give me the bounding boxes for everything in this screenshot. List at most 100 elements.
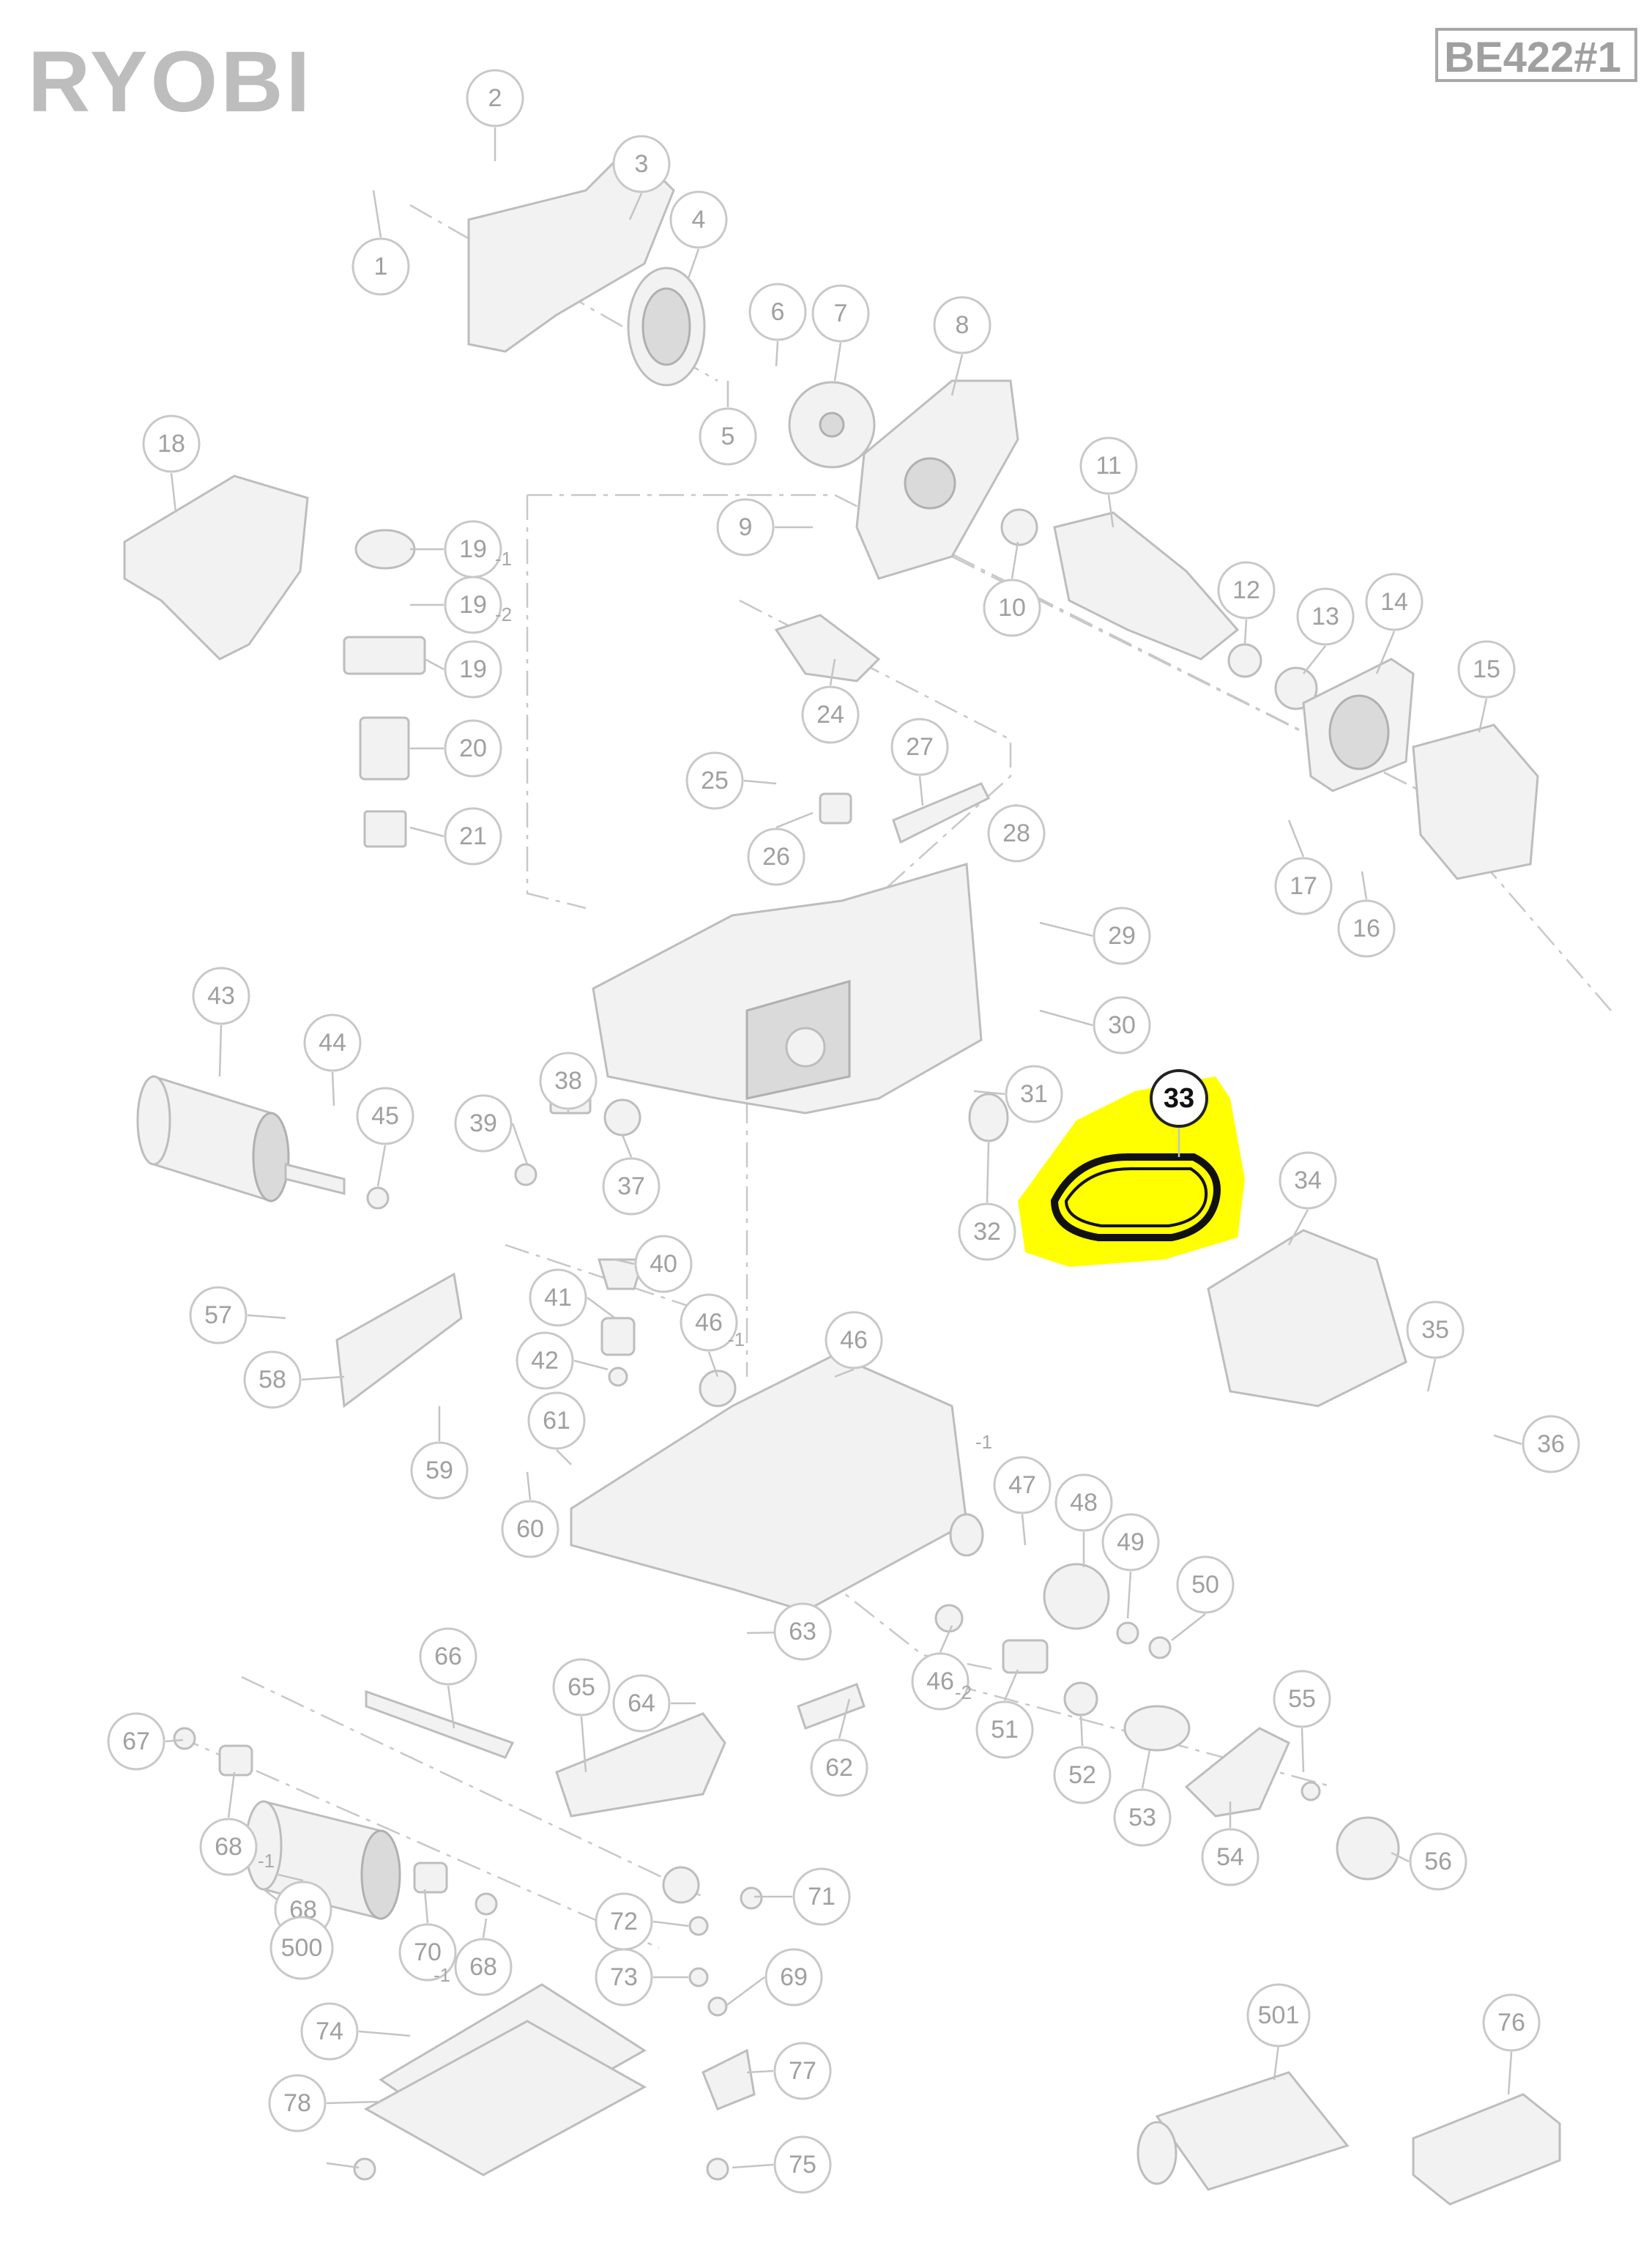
callout-circle bbox=[634, 1235, 693, 1293]
callout-suffix: -2 bbox=[495, 603, 512, 625]
callout-circle bbox=[300, 2002, 359, 2061]
callout-circle bbox=[1522, 1415, 1580, 1473]
callout-label: 65 bbox=[568, 1673, 595, 1701]
callout-34: 34 bbox=[1279, 1151, 1337, 1210]
leader-line bbox=[775, 341, 779, 367]
callout-24: 24 bbox=[801, 685, 860, 744]
callout-circle bbox=[1101, 1513, 1160, 1572]
leader-line bbox=[372, 190, 382, 238]
leader-line bbox=[1039, 1009, 1093, 1027]
leader-line bbox=[1303, 645, 1326, 674]
leader-line bbox=[1493, 1434, 1522, 1446]
leader-line bbox=[1273, 2044, 1280, 2080]
callout-label: 3 bbox=[635, 150, 649, 178]
callout-27: 27 bbox=[890, 718, 949, 776]
leader-line bbox=[743, 779, 777, 785]
callout-circle bbox=[602, 1157, 661, 1216]
callout-circle bbox=[444, 640, 502, 699]
callout-label: 4 bbox=[692, 206, 706, 234]
callout-circle bbox=[107, 1712, 165, 1771]
leader-line bbox=[326, 2100, 382, 2105]
model-badge bbox=[1435, 28, 1637, 82]
callout-1: 1 bbox=[351, 237, 410, 296]
callout-48: 48 bbox=[1054, 1473, 1113, 1532]
callout-label: 35 bbox=[1421, 1316, 1449, 1344]
callout-label: 1 bbox=[374, 253, 388, 280]
callout-circle bbox=[192, 967, 250, 1025]
callout-circle bbox=[398, 1923, 457, 1982]
leader-line bbox=[1003, 1669, 1019, 1701]
callout-circle bbox=[975, 1700, 1034, 1759]
leader-line bbox=[580, 1716, 587, 1773]
leader-line bbox=[986, 1142, 990, 1203]
callout-20: 20 bbox=[444, 719, 502, 778]
callout-10: 10 bbox=[983, 579, 1041, 637]
callout-73: 73 bbox=[595, 1948, 653, 2006]
callout-72: 72 bbox=[595, 1892, 653, 1951]
callout-label: 24 bbox=[816, 701, 844, 729]
callout-label: 18 bbox=[157, 430, 185, 458]
callout-circle bbox=[1482, 1993, 1541, 2052]
callout-label: 27 bbox=[906, 733, 934, 761]
callout-circle bbox=[269, 1916, 334, 1980]
leader-line bbox=[775, 811, 814, 829]
callout-57: 57 bbox=[189, 1286, 248, 1345]
callout-26: 26 bbox=[747, 827, 805, 886]
callout-40: 40 bbox=[634, 1235, 693, 1293]
callout-label: 10 bbox=[998, 594, 1026, 622]
callout-label: 62 bbox=[825, 1754, 853, 1782]
callout-circle bbox=[811, 284, 870, 343]
callout-suffixes: -1-2-1-1-2-1-1 bbox=[258, 548, 992, 1986]
callout-70: 70 bbox=[398, 1923, 457, 1982]
callout-circle bbox=[1113, 1788, 1172, 1847]
callout-label: 58 bbox=[258, 1366, 286, 1394]
callout-circle bbox=[716, 498, 775, 557]
callout-17: 17 bbox=[1274, 857, 1333, 915]
callout-label: 6 bbox=[771, 298, 785, 326]
leader-line bbox=[1141, 1749, 1151, 1789]
callout-circle bbox=[142, 414, 201, 473]
callout-58: 58 bbox=[243, 1350, 302, 1409]
callout-label: 48 bbox=[1070, 1489, 1098, 1517]
callout-circle bbox=[539, 1052, 598, 1110]
leader-line bbox=[326, 2162, 360, 2169]
leader-line bbox=[724, 1976, 765, 2008]
callout-44: 44 bbox=[303, 1014, 362, 1072]
callout-19: 19 bbox=[444, 576, 502, 634]
callout-circle bbox=[1201, 1828, 1260, 1886]
callout-circle bbox=[189, 1286, 248, 1345]
callout-31: 31 bbox=[1005, 1065, 1063, 1123]
callout-label: 46 bbox=[695, 1309, 723, 1336]
callout-circle bbox=[1365, 573, 1424, 631]
callout-9: 9 bbox=[716, 498, 775, 557]
leader-line bbox=[331, 1071, 335, 1107]
leader-line bbox=[833, 342, 842, 382]
callout-label: 8 bbox=[956, 311, 970, 339]
callout-label: 7 bbox=[834, 300, 848, 327]
callout-54: 54 bbox=[1201, 1828, 1260, 1886]
callout-37: 37 bbox=[602, 1157, 661, 1216]
callout-circle bbox=[351, 237, 410, 296]
callout-49: 49 bbox=[1101, 1513, 1160, 1572]
callout-43: 43 bbox=[192, 967, 250, 1025]
leader-line bbox=[1391, 1851, 1410, 1863]
callout-suffix: -2 bbox=[955, 1681, 972, 1703]
leader-line bbox=[278, 1873, 304, 1882]
callout-label: 51 bbox=[991, 1716, 1019, 1744]
callout-label: 56 bbox=[1424, 1848, 1452, 1875]
callout-circle bbox=[1093, 996, 1151, 1055]
callout-circle bbox=[612, 1674, 671, 1733]
callout-label: 54 bbox=[1216, 1843, 1244, 1871]
leader-line bbox=[218, 1024, 223, 1077]
leader-line bbox=[358, 2030, 411, 2037]
callout-label: 37 bbox=[617, 1172, 645, 1200]
callout-circle bbox=[1296, 587, 1355, 646]
callout-41: 41 bbox=[529, 1268, 587, 1327]
callout-circle bbox=[987, 804, 1046, 863]
callout-39: 39 bbox=[454, 1094, 513, 1153]
leader-line bbox=[950, 354, 964, 396]
leader-line bbox=[1021, 1514, 1027, 1546]
callout-label: 41 bbox=[544, 1284, 572, 1312]
leader-line bbox=[829, 658, 836, 686]
callout-circle bbox=[764, 1948, 823, 2006]
